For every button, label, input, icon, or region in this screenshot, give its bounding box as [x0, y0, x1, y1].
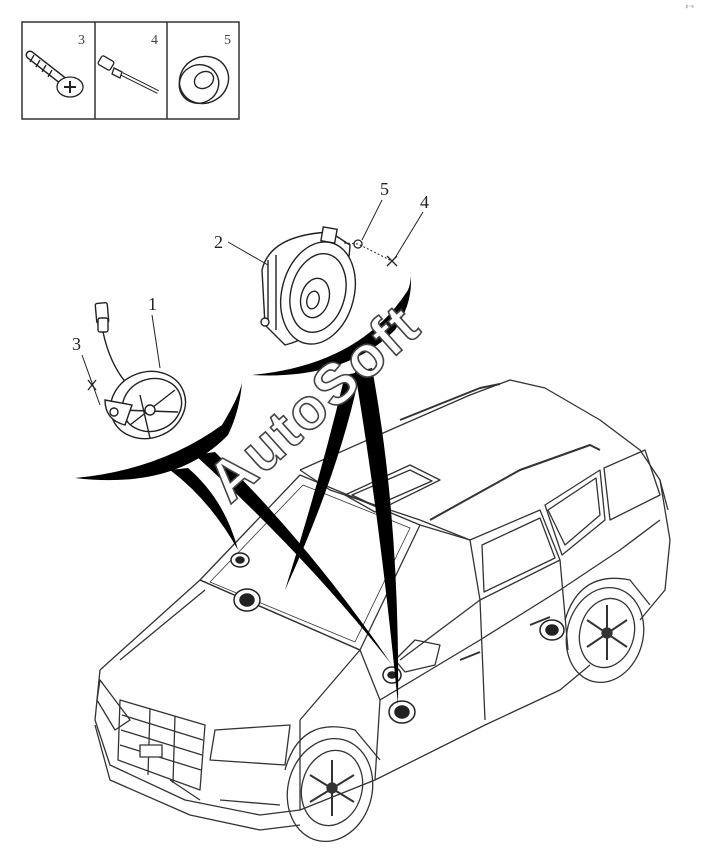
washer-icon [178, 55, 230, 105]
dash-tweeter-location [230, 552, 250, 568]
rear-door-speaker-location [539, 619, 565, 641]
front-door-speaker-location [388, 700, 416, 724]
callouts [81, 199, 424, 406]
legend-box: 3 4 5 [21, 21, 240, 120]
legend-number-4: 4 [151, 33, 158, 48]
legend-number-5: 5 [224, 33, 231, 48]
screw-icon [25, 50, 84, 98]
tweeter-part [94, 301, 187, 440]
legend-number-3: 3 [78, 33, 85, 48]
leader-lines [75, 270, 411, 705]
front-wheel [284, 726, 381, 843]
callout-5: 5 [380, 179, 389, 199]
corner-mark: ᵖ⁻ᵃ [686, 5, 694, 11]
dash-speaker-location [233, 588, 261, 612]
speaker-part [260, 226, 356, 346]
rear-wheel [564, 577, 651, 684]
front-door-tweeter-location [382, 666, 402, 684]
suv-illustration [94, 379, 671, 843]
callout-2: 2 [214, 232, 223, 252]
callout-1: 1 [148, 294, 157, 314]
speaker-locations [230, 552, 565, 724]
callout-3: 3 [72, 334, 81, 354]
rivet-icon [97, 55, 159, 94]
callout-4: 4 [420, 192, 429, 212]
